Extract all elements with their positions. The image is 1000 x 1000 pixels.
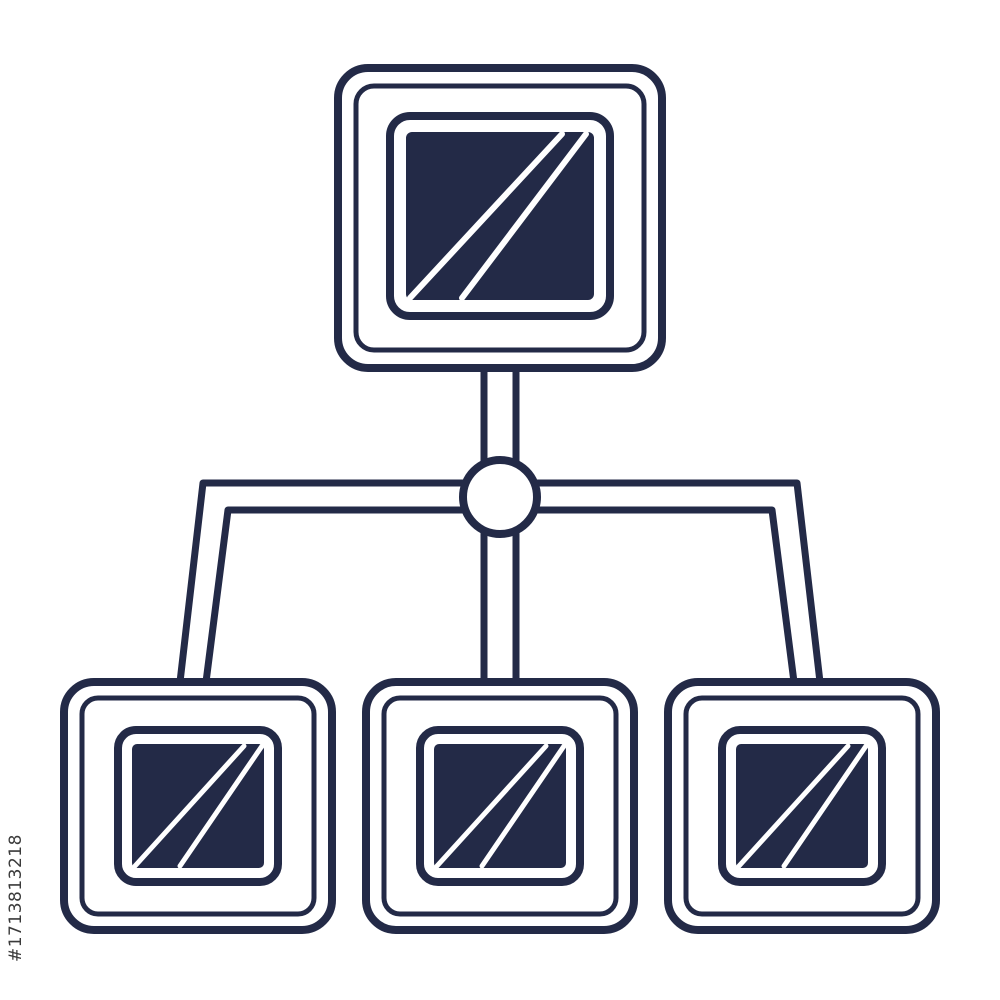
node-child-center: [362, 678, 638, 934]
connector-junction-to-right: [528, 479, 824, 686]
connector-root-to-junction: [480, 364, 520, 474]
window-monitor-icon: [718, 726, 886, 886]
connector-junction-to-left: [176, 479, 472, 686]
node-child-left: [60, 678, 336, 934]
window-monitor-icon: [416, 726, 584, 886]
node-root: [334, 64, 666, 372]
window-monitor-icon: [386, 112, 614, 320]
window-monitor-icon: [114, 726, 282, 886]
node-child-right: [664, 678, 940, 934]
connector-junction-to-center: [480, 526, 520, 686]
junction-hub: [459, 456, 541, 538]
watermark-id-text: #1713813218: [6, 834, 26, 962]
